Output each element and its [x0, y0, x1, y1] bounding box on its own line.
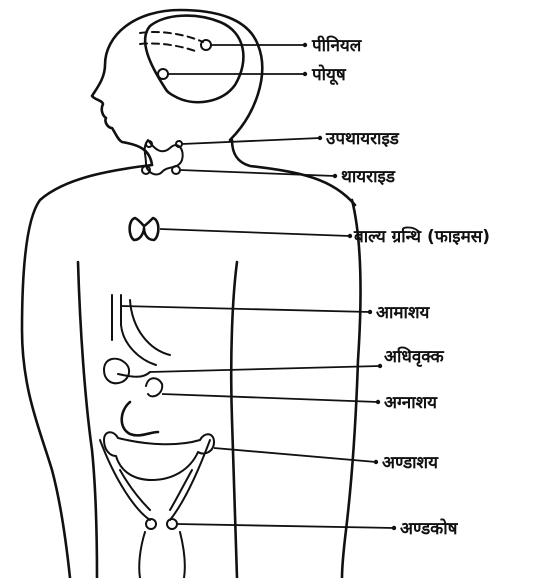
body-outline [22, 10, 360, 578]
label-pineal: पीनियल [311, 35, 363, 56]
pituitary-gland [158, 69, 168, 79]
label-ovary: अण्डाशय [382, 453, 439, 473]
parathyroid-gland-2 [176, 141, 182, 147]
parathyroid-gland-1 [146, 141, 152, 147]
label-thyroid: थायराइड [341, 167, 396, 187]
label-stomach: आमाशय [376, 303, 431, 323]
label-pituitary: पोयूष [311, 64, 347, 86]
thyroid-lobe-right [172, 166, 180, 174]
pancreas-organ [122, 402, 158, 435]
thyroid-gland [142, 140, 183, 174]
thymus-gland [130, 218, 159, 240]
label-pancreas: अग्नाशय [384, 393, 438, 413]
label-thymus: बाल्य ग्रन्थि (फाइमस) [353, 226, 490, 247]
brain-shape [140, 16, 243, 103]
stomach-organ [112, 295, 170, 365]
label-adrenal: अधिवृक्क [384, 346, 445, 367]
pineal-gland [201, 40, 211, 50]
label-parathyroid: उपथायराइड [325, 129, 400, 149]
leader-lines [121, 43, 396, 530]
label-testis: अण्डकोष [400, 518, 459, 539]
